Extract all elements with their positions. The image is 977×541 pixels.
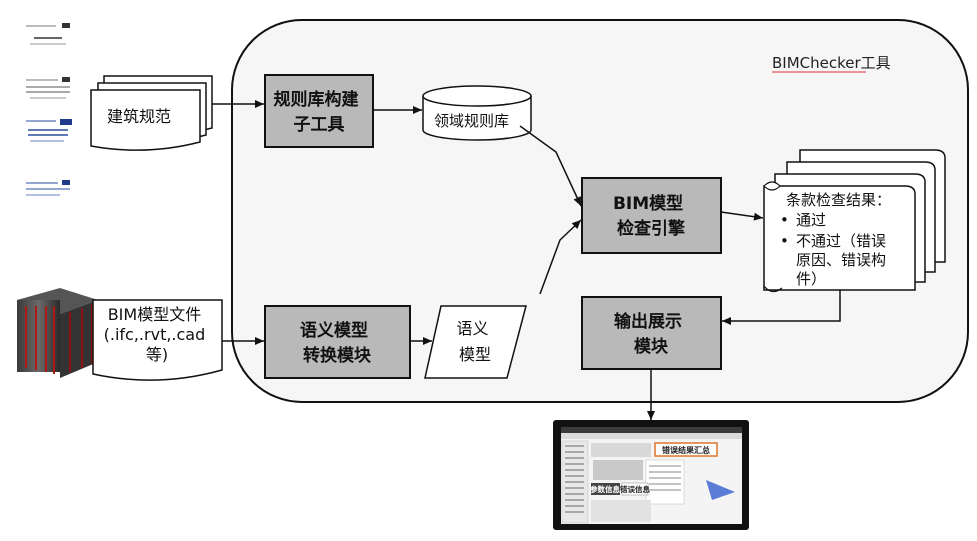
check-engine-label-line1: BIM模型: [613, 193, 683, 214]
results-fail-line1: 不通过（错误: [796, 232, 886, 250]
check-engine-label-line2: 检查引擎: [617, 218, 686, 239]
bim-file-doc: [92, 299, 223, 381]
svg-text:规则库构建 子工具: 规则库构建 子工具: [274, 89, 365, 135]
rule-builder-label-line2: 子工具: [294, 115, 345, 135]
svg-text:BIM模型文件 (.ifc,.rvt,.cad: BIM模型文件 (.ifc,.rvt,.cad 等): [104, 305, 211, 364]
domain-rules-label: 领域规则库: [434, 112, 509, 130]
tool-title: BIMChecker工具: [772, 54, 891, 72]
svg-text:输出展示 模块: 输出展示 模块: [614, 311, 688, 357]
results-title: 条款检查结果：: [786, 191, 891, 209]
arrow-results-to-output: [722, 290, 841, 325]
building-codes-label: 建筑规范: [107, 107, 171, 126]
svg-text:语义 模型: 语义 模型: [456, 319, 493, 364]
results-pass: 通过: [796, 211, 826, 229]
building-codes-docs: 建筑规范: [90, 75, 213, 151]
svg-text:BIM模型 检查引擎: BIM模型 检查引擎: [613, 193, 689, 239]
standard-doc-thumbnail: [22, 20, 74, 48]
software-screen: 错误结果汇总 参数信息 错误信息: [553, 420, 749, 530]
rule-builder-box: [264, 74, 374, 148]
check-engine-box: [581, 177, 722, 254]
screen-label-errors: 错误信息: [620, 484, 650, 494]
screen-banner-box: [654, 442, 718, 457]
check-results-scrolls: [763, 149, 946, 293]
output-module-box: [581, 296, 722, 370]
results-bullet-pass: •: [780, 211, 789, 229]
arrow-engine-to-results: [720, 211, 764, 221]
output-module-label-line2: 模块: [634, 336, 669, 357]
standard-doc-thumbnail: [22, 178, 74, 200]
arrow-rules-to-engine: [519, 125, 582, 207]
semantic-model-label-line1: 语义: [456, 319, 488, 338]
svg-text:不通过（错误 原因、错误构 件）: 不通过（错误 原因、错误构 件）: [796, 232, 891, 288]
standard-doc-thumbnail: [22, 117, 74, 149]
standard-doc-thumbnails: [22, 20, 74, 200]
bim-file-label-line2: (.ifc,.rvt,.cad: [104, 325, 206, 344]
standard-doc-thumbnail: [22, 75, 74, 103]
semantic-model-shape: [424, 305, 527, 379]
svg-text:语义模型 转换模块: 语义模型 转换模块: [300, 320, 374, 366]
semantic-model-label-line2: 模型: [459, 345, 491, 364]
output-module-label-line1: 输出展示: [614, 311, 682, 332]
semantic-converter-box: [264, 305, 411, 379]
bim-file-label-line1: BIM模型文件: [108, 305, 202, 324]
results-bullet-fail: •: [780, 232, 789, 250]
screen-banner-text: 错误结果汇总: [662, 445, 710, 455]
domain-rules-database: [422, 85, 532, 141]
screen-label-params: 参数信息: [590, 484, 620, 494]
rule-builder-label-line1: 规则库构建: [274, 89, 359, 110]
semantic-converter-label-line2: 转换模块: [303, 345, 372, 366]
results-fail-line2: 原因、错误构: [796, 251, 886, 269]
building-model-image: [17, 288, 98, 378]
arrow-model-to-engine: [539, 219, 582, 295]
semantic-converter-label-line1: 语义模型: [300, 320, 368, 341]
results-fail-line3: 件）: [796, 270, 826, 288]
bim-file-label-line3: 等): [146, 345, 168, 364]
